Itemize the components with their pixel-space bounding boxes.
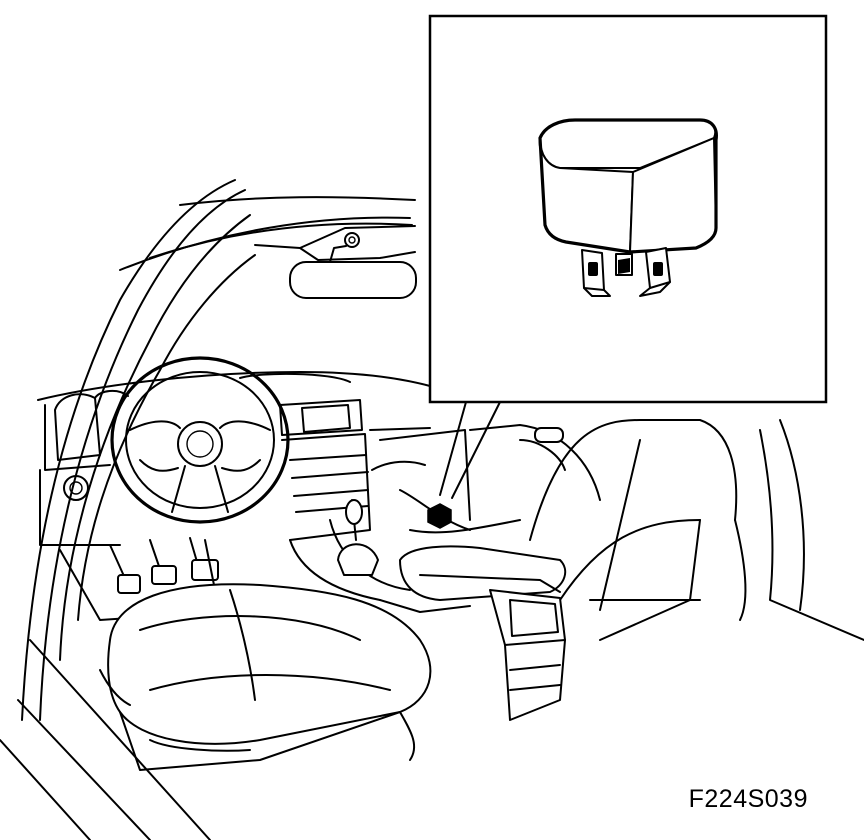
- armrest: [399, 545, 567, 721]
- relay-icon: [538, 118, 718, 297]
- center-console: [289, 499, 471, 613]
- hexagon-marker: [427, 503, 452, 529]
- steering-wheel: [110, 356, 290, 524]
- figure-code: F224S039: [688, 785, 808, 813]
- callout-pointer: [439, 401, 501, 499]
- windshield-header: [119, 196, 416, 271]
- passenger-footwell: [379, 424, 601, 534]
- rear-view-mirror: [289, 232, 417, 299]
- passenger-seat: [529, 419, 864, 641]
- dashboard: [37, 371, 431, 546]
- a-pillar: [0, 179, 256, 840]
- driver-seat: [99, 583, 432, 771]
